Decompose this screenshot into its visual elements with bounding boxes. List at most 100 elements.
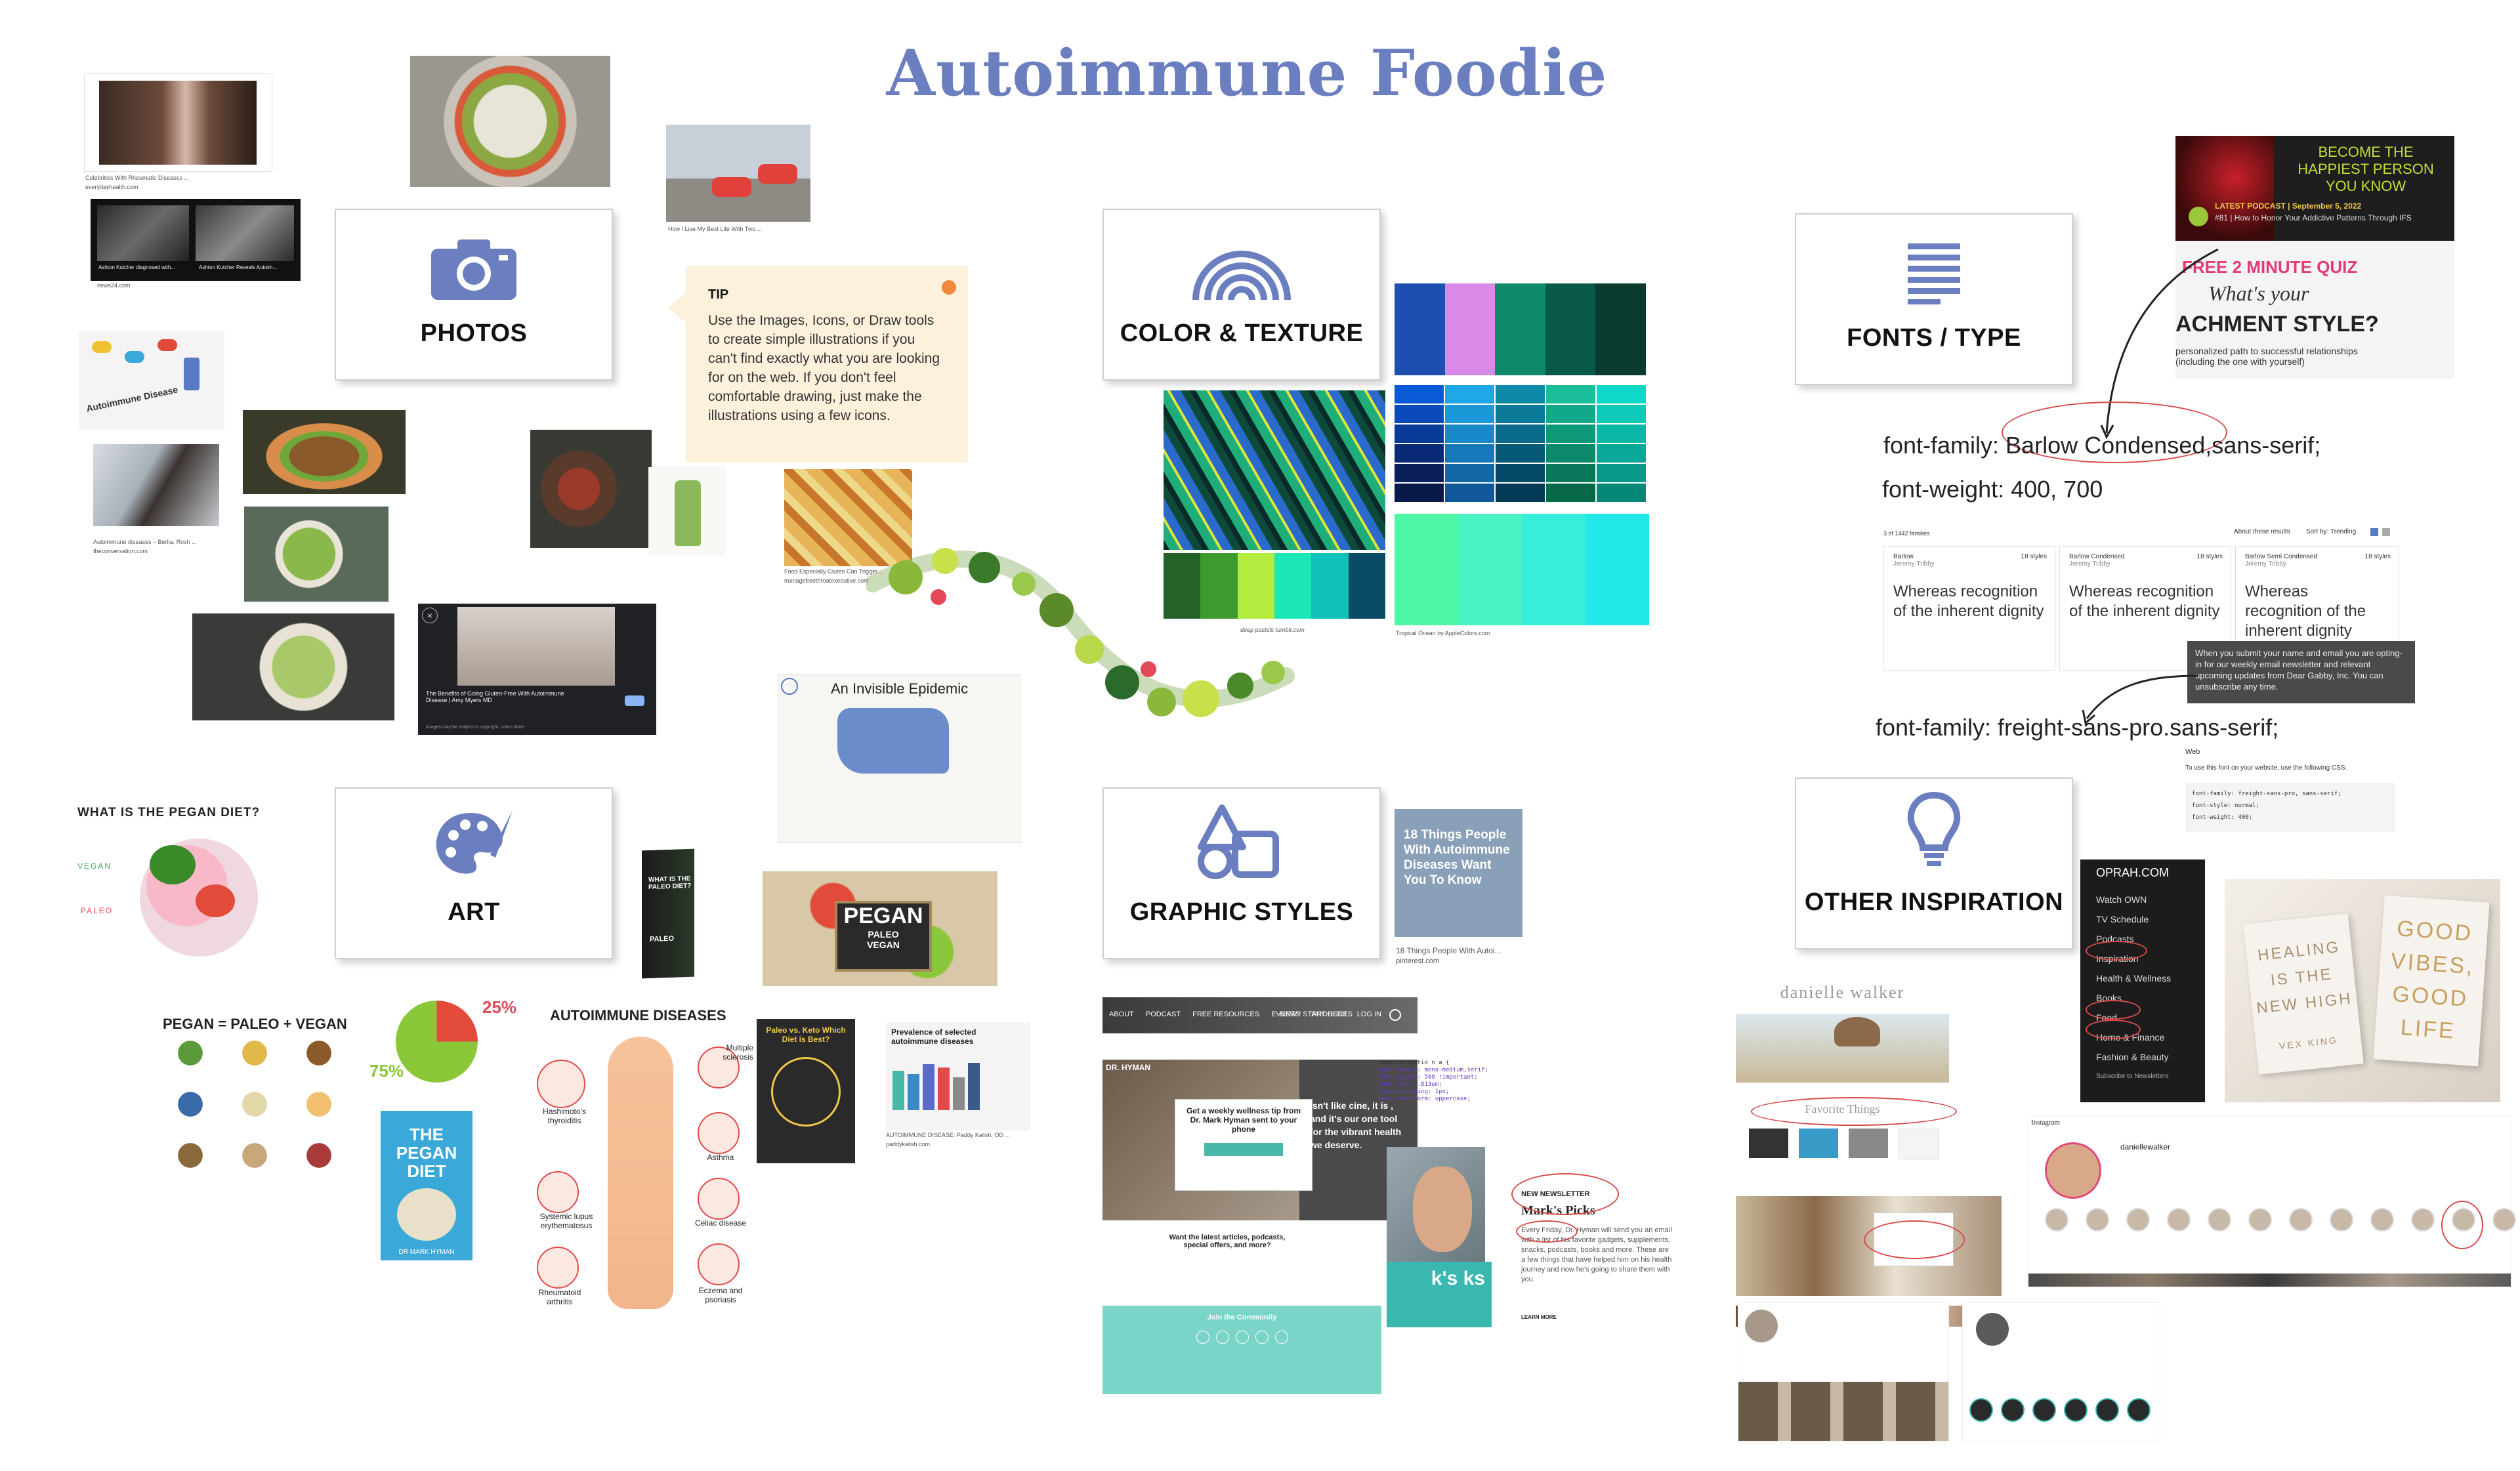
youtube-icon[interactable] [1274,1331,1288,1344]
join-community-bar[interactable]: Join the Community [1102,1306,1381,1394]
font-about[interactable]: About these results [2234,528,2290,535]
graphic-styles-card[interactable]: GRAPHIC STYLES [1102,787,1381,959]
hyman-website[interactable]: ABOUT PODCAST FREE RESOURCES EVENTS PRODUCTS… [1102,997,1418,1306]
menu-item[interactable]: Watch OWN [2096,894,2147,905]
highlight-podcasts [2086,941,2147,961]
pct-small: 25% [482,997,517,1017]
story-highlight[interactable] [2370,1208,2394,1232]
photo-walking[interactable] [666,125,810,222]
pin-18-things[interactable]: 18 Things People With Autoimmune Disease… [1395,809,1522,937]
pegan-food-grid [163,1040,346,1184]
close-icon[interactable]: × [422,608,438,623]
drhyman-logo: DR. HYMAN [1106,1063,1150,1072]
font-count: 3 of 1442 families [1883,530,1930,537]
photo-bowl[interactable] [410,56,610,187]
photo-oil[interactable] [648,467,726,556]
story-highlight[interactable] [2411,1208,2435,1232]
art-card[interactable]: ART [335,787,613,959]
photo-salad1[interactable] [244,507,388,602]
autoimmune-body-diagram[interactable]: AUTOIMMUNE DISEASES Hashimoto's thyroidi… [530,1007,753,1316]
story-highlight[interactable] [2032,1398,2056,1422]
photo-pegan-sign[interactable]: PEGAN PALEO VEGAN [763,871,998,986]
photo-pills[interactable]: Autoimmune Disease [79,331,224,430]
search-icon[interactable] [1389,1009,1401,1021]
story-highlight[interactable] [2492,1208,2516,1232]
play-icon[interactable] [2189,207,2208,226]
story-highlight[interactable] [2045,1208,2068,1232]
photo-celebrity[interactable] [84,73,272,172]
palette-ocean [1395,514,1649,625]
story-highlight[interactable] [2001,1398,2025,1422]
story-highlight[interactable] [2064,1398,2088,1422]
fonts-type-card[interactable]: FONTS / TYPE [1795,213,2073,385]
photo-kutcher[interactable]: Ashton Kutcher diagnosed with... Ashton … [91,199,301,281]
font-family-barlow: font-family: Barlow Condensed,sans-serif… [1883,432,2321,459]
photo-steak[interactable] [530,430,652,548]
color-texture-card[interactable]: COLOR & TEXTURE [1102,209,1381,381]
marks-picks-panel[interactable]: k's ks NEW NEWSLETTER Mark's Picks Every… [1387,1147,1675,1327]
grid-view-icon[interactable] [2370,528,2378,536]
story-highlight[interactable] [2126,1208,2150,1232]
photo-gluten-food[interactable] [784,469,912,566]
nav-item[interactable]: PRODUCTS [1312,1010,1353,1018]
pegan-diet-infographic[interactable]: WHAT IS THE PEGAN DIET? VEGAN PALEO [77,806,301,963]
nav-item[interactable]: PODCAST [1145,1010,1181,1018]
nav-item[interactable]: EVENTS [1271,1010,1301,1018]
story-highlight[interactable] [2248,1208,2272,1232]
story-highlight[interactable] [2330,1208,2353,1232]
menu-item[interactable]: TV Schedule [2096,914,2149,924]
story-highlight[interactable] [2289,1208,2313,1232]
epidemic-map[interactable]: An Invisible Epidemic [778,674,1020,843]
caption-news: news24.com [97,282,131,289]
story-highlight[interactable] [2127,1398,2151,1422]
instagram-icon[interactable] [1255,1331,1269,1344]
video-gluten[interactable]: The Benefits of Going Gluten-Free With A… [418,604,656,735]
photo-salad2[interactable] [192,613,394,720]
photo-burger[interactable] [243,410,406,494]
prevalence-chart[interactable]: Prevalence of selected autoimmune diseas… [886,1022,1030,1130]
font-sort[interactable]: Sort by: Trending [2306,528,2357,535]
other-inspiration-card[interactable]: OTHER INSPIRATION [1795,777,2073,949]
twitter-icon[interactable] [1215,1331,1229,1344]
nav-item[interactable]: FREE RESOURCES [1192,1010,1260,1018]
pegan-equation: PEGAN = PALEO + VEGAN [163,1016,347,1032]
oprah-menu[interactable]: OPRAH.COM Watch OWN TV Schedule Podcasts… [2080,860,2205,1102]
menu-foot[interactable]: Subscribe to Newsletters [2096,1073,2169,1080]
book2-title: THE PEGAN DIET [396,1125,457,1181]
instagram-grid-2[interactable] [1962,1302,2160,1441]
promo-banner[interactable]: BECOME THE HAPPIEST PERSON YOU KNOW LATE… [2175,136,2454,379]
font-family-freight: font-family: freight-sans-pro.sans-serif… [1876,714,2279,741]
font-card-barlow[interactable]: Barlow Jeremy Tribby 18 styles Whereas r… [1883,546,2055,671]
css-snippet: font-family: freight-sans-pro, sans-seri… [2185,783,2395,832]
paleo-keto-card[interactable]: Paleo vs. Keto Which Diet is Best? [757,1019,855,1163]
book-healing[interactable]: HEALING IS THE NEW HIGH VEX KING GOOD VI… [2225,879,2500,1102]
instagram-profile[interactable]: Instagram daniellewalker [2028,1115,2516,1287]
book-paleo[interactable]: WHAT IS THE PALEO DIET? PALEO [642,848,694,979]
book-pegan-diet[interactable]: THE PEGAN DIET DR MARK HYMAN [381,1111,472,1260]
story-highlight[interactable] [2167,1208,2191,1232]
caption-gluten: Food Especially Gluten Can Trigger ... [784,568,885,575]
story-highlight[interactable] [1969,1398,1993,1422]
book-paleo-sub: PALEO [650,934,675,943]
start-here-link[interactable]: NEW? START HERE [1280,1010,1348,1018]
menu-item[interactable]: Health & Wellness [2096,973,2172,984]
menu-item[interactable]: Fashion & Beauty [2096,1052,2169,1062]
photos-card[interactable]: PHOTOS [335,209,613,381]
story-highlight[interactable] [2086,1208,2109,1232]
danielle-walker-site[interactable]: danielle walker Favorite Things [1736,964,1949,1168]
font-card-author: Jeremy Tribby [2069,560,2110,568]
nav-item[interactable]: ABOUT [1109,1010,1134,1018]
login-link[interactable]: LOG IN [1356,1010,1381,1018]
photo-woman-sick[interactable] [93,444,219,526]
color-swatch [1311,553,1349,619]
learn-more-link[interactable]: LEARN MORE [1521,1314,1557,1320]
highlight-marks-picks [1511,1173,1619,1215]
story-highlight[interactable] [2208,1208,2231,1232]
story-highlight[interactable] [2095,1398,2119,1422]
facebook-icon[interactable] [1196,1331,1209,1344]
pinterest-icon[interactable] [1235,1331,1249,1344]
photo-palm-leaves[interactable] [1164,390,1385,550]
instagram-grid-1[interactable] [1738,1302,1949,1441]
search-icon[interactable] [781,678,798,695]
list-view-icon[interactable] [2382,528,2390,536]
